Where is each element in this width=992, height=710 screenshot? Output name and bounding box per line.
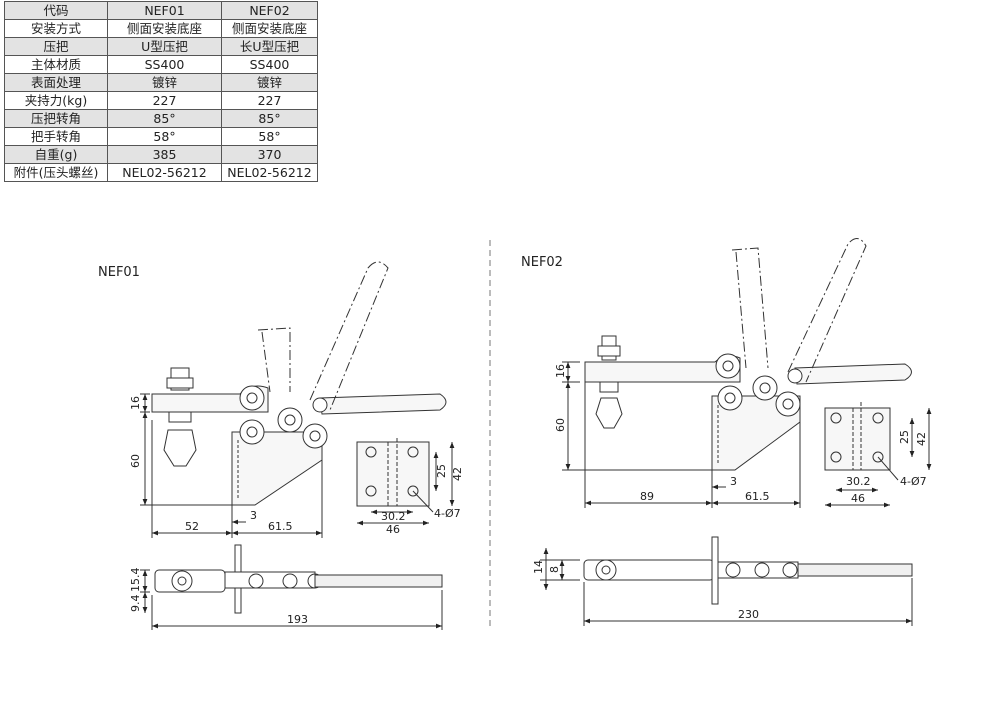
nef02-dim-230: 230 xyxy=(738,608,759,621)
nef01-dim-3: 3 xyxy=(250,509,257,522)
table-cell: NEL02-56212 xyxy=(107,163,222,182)
table-cell: 主体材质 xyxy=(4,55,108,74)
table-row: 压把转角 85° 85° xyxy=(4,109,318,128)
nef02-dim-42: 42 xyxy=(915,432,928,446)
table-cell: 85° xyxy=(107,109,222,128)
table-cell: 附件(压头螺丝) xyxy=(4,163,108,182)
table-cell: 侧面安装底座 xyxy=(221,19,318,38)
nef02-dim-61-5: 61.5 xyxy=(745,490,770,503)
table-cell: 把手转角 xyxy=(4,127,108,146)
nef02-drawing: NEF02 xyxy=(521,238,932,626)
nef01-title: NEF01 xyxy=(98,265,140,280)
nef01-dim-16: 16 xyxy=(129,396,142,410)
table-cell: U型压把 xyxy=(107,37,222,56)
table-cell: NEL02-56212 xyxy=(221,163,318,182)
header-cell: NEF02 xyxy=(221,1,318,20)
nef01-drawing: NEF01 xyxy=(98,261,455,630)
nef02-dim-89: 89 xyxy=(640,490,654,503)
table-row: 压把 U型压把 长U型压把 xyxy=(4,37,318,56)
table-cell: 85° xyxy=(221,109,318,128)
nef02-dim-3: 3 xyxy=(730,475,737,488)
table-header-row: 代码 NEF01 NEF02 xyxy=(4,1,318,20)
nef02-dim-14: 14 xyxy=(532,560,545,574)
nef02-dimension-labels: 16 60 89 3 61.5 25 42 30.2 46 4-Ø7 14 8 … xyxy=(532,364,928,621)
nef01-dim-61-5: 61.5 xyxy=(268,520,293,533)
header-cell: NEF01 xyxy=(107,1,222,20)
table-row: 夹持力(kg) 227 227 xyxy=(4,91,318,110)
nef02-dim-25: 25 xyxy=(898,430,911,444)
nef01-dim-52: 52 xyxy=(185,520,199,533)
table-cell: 长U型压把 xyxy=(221,37,318,56)
table-row: 表面处理 镀锌 镀锌 xyxy=(4,73,318,92)
nef01-dim-42: 42 xyxy=(451,467,464,481)
table-cell: 压把转角 xyxy=(4,109,108,128)
table-cell: 表面处理 xyxy=(4,73,108,92)
nef02-dim-60: 60 xyxy=(554,418,567,432)
header-cell: 代码 xyxy=(4,1,108,20)
nef02-dim-4-d7: 4-Ø7 xyxy=(900,475,927,488)
table-cell: 安装方式 xyxy=(4,19,108,38)
nef01-dim-60: 60 xyxy=(129,454,142,468)
table-cell: 227 xyxy=(221,91,318,110)
spec-table: 代码 NEF01 NEF02 安装方式 侧面安装底座 侧面安装底座 压把 U型压… xyxy=(4,1,318,182)
nef02-dim-30-2: 30.2 xyxy=(846,475,871,488)
nef01-dim-9-4: 9.4 xyxy=(129,595,142,613)
nef01-dim-15-4: 15.4 xyxy=(129,568,142,593)
table-row: 主体材质 SS400 SS400 xyxy=(4,55,318,74)
table-cell: SS400 xyxy=(221,55,318,74)
table-cell: 镀锌 xyxy=(221,73,318,92)
nef01-dim-193: 193 xyxy=(287,613,308,626)
nef01-dim-46: 46 xyxy=(386,523,400,536)
table-cell: 压把 xyxy=(4,37,108,56)
nef02-title: NEF02 xyxy=(521,255,563,270)
nef02-dim-8: 8 xyxy=(548,566,561,573)
nef01-dimension-labels: 16 60 52 3 61.5 25 42 30.2 46 4-Ø7 15.4 … xyxy=(129,396,464,626)
nef01-dim-30-2: 30.2 xyxy=(381,510,406,523)
table-cell: SS400 xyxy=(107,55,222,74)
table-row: 附件(压头螺丝) NEL02-56212 NEL02-56212 xyxy=(4,163,318,182)
nef02-dim-46: 46 xyxy=(851,492,865,505)
nef01-dim-25: 25 xyxy=(435,464,448,478)
nef01-dim-4-d7: 4-Ø7 xyxy=(434,507,461,520)
nef02-dim-16: 16 xyxy=(554,364,567,378)
